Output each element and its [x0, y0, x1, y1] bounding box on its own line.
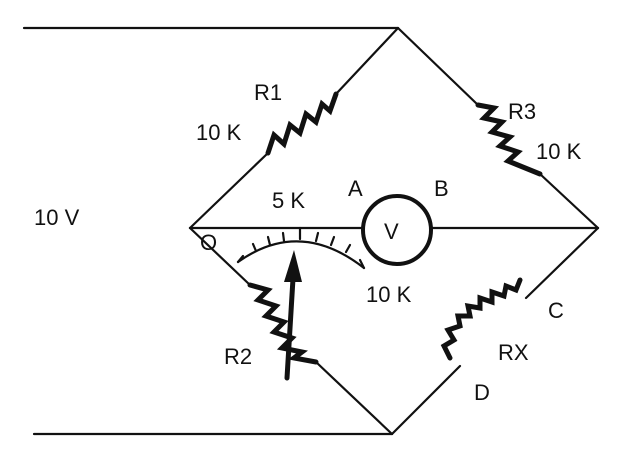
resistor-rx — [390, 226, 600, 436]
supply-voltage-label: 10 V — [34, 205, 80, 230]
r2-name-label: R2 — [224, 344, 252, 369]
variable-arrow-icon — [284, 250, 302, 381]
scale-zero-label: O — [200, 230, 217, 255]
r1-value-label: 10 K — [196, 120, 242, 145]
scale-value-label: 5 K — [272, 188, 305, 213]
resistor-r1 — [188, 26, 400, 230]
potentiometer-scale — [236, 226, 366, 270]
r2-value-label: 10 K — [366, 282, 412, 307]
node-c-label: C — [548, 298, 564, 323]
node-b-label: B — [434, 176, 449, 201]
voltmeter-circle — [361, 194, 433, 266]
r3-value-label: 10 K — [536, 139, 582, 164]
meter-branch — [188, 194, 600, 266]
rx-name-label: RX — [498, 340, 529, 365]
resistor-r3 — [396, 26, 600, 230]
resistor-r2 — [188, 226, 394, 436]
node-d-label: D — [474, 380, 490, 405]
voltmeter-symbol: V — [384, 219, 399, 244]
r3-name-label: R3 — [508, 99, 536, 124]
node-a-label: A — [348, 176, 363, 201]
r1-name-label: R1 — [254, 80, 282, 105]
